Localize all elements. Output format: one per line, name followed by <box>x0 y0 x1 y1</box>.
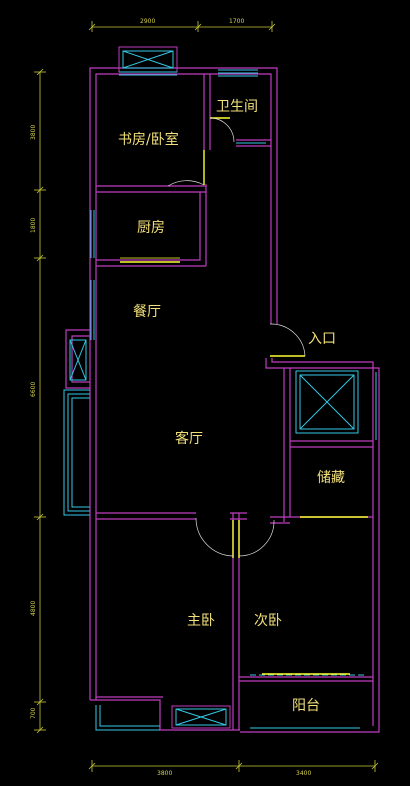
dim-bottom-right: 3400 <box>296 770 311 777</box>
doors <box>120 117 368 675</box>
dimension-lines <box>34 21 379 772</box>
label-balcony: 阳台 <box>292 698 320 714</box>
dim-bottom-left: 3800 <box>157 770 172 777</box>
dim-left-4: 4800 <box>30 601 37 616</box>
label-storage: 储藏 <box>317 470 345 486</box>
walls <box>65 67 380 733</box>
dim-top-left: 2900 <box>140 18 155 25</box>
dim-left-1: 3800 <box>30 125 37 140</box>
dim-left-2: 1800 <box>30 218 37 233</box>
label-study: 书房/卧室 <box>118 131 179 148</box>
label-entrance: 入口 <box>308 331 336 347</box>
dim-top-right: 1700 <box>229 18 244 25</box>
label-dining: 餐厅 <box>133 304 161 320</box>
dim-left-3: 6600 <box>30 382 37 397</box>
label-kitchen: 厨房 <box>137 220 165 236</box>
windows <box>63 46 377 731</box>
dim-left-5: 700 <box>30 707 37 719</box>
label-living: 客厅 <box>175 430 203 447</box>
label-bathroom: 卫生间 <box>216 99 258 115</box>
label-master-bedroom: 主卧 <box>187 613 215 629</box>
label-second-bedroom: 次卧 <box>254 613 282 629</box>
